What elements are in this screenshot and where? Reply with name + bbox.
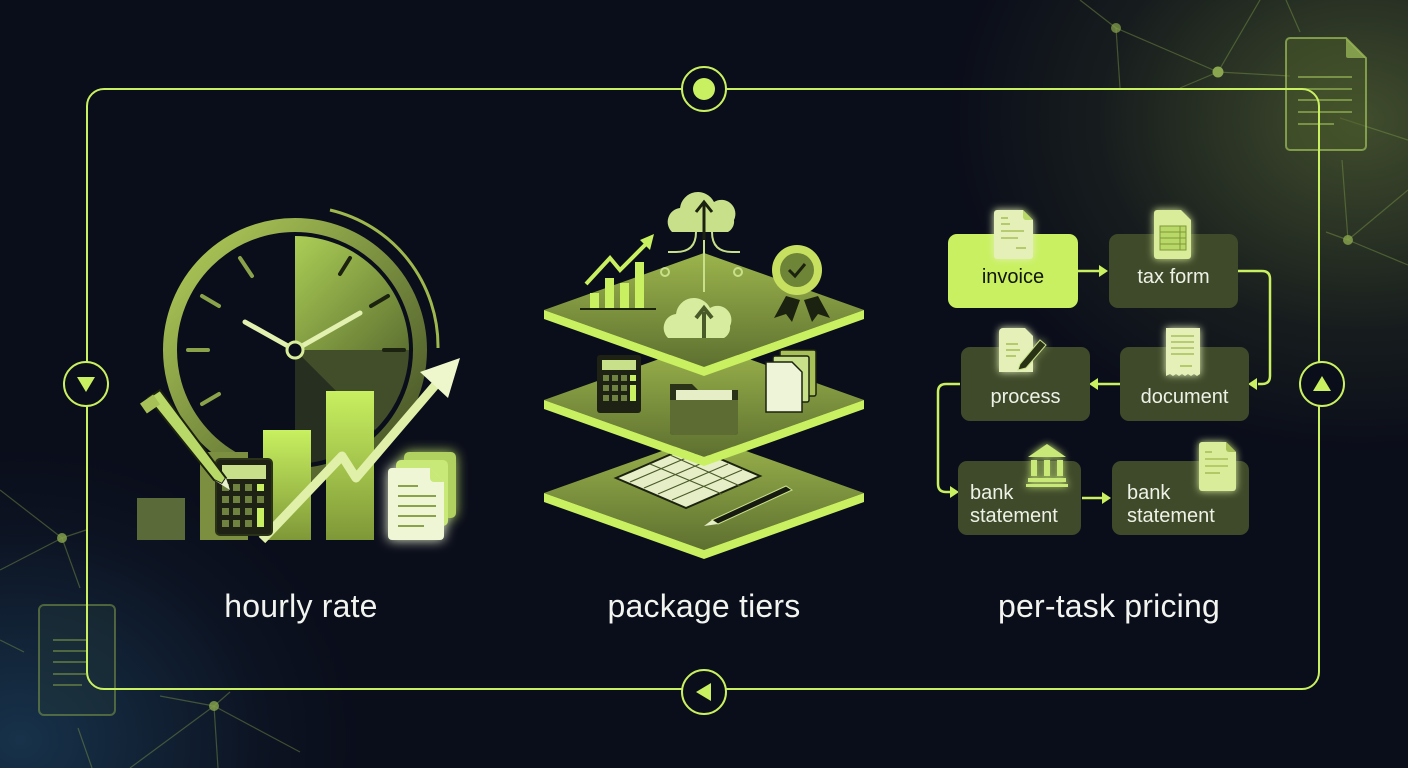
top-nav-button[interactable] xyxy=(681,66,727,112)
document-outline-icon xyxy=(1285,37,1367,151)
flow-node-bank-statement-1[interactable]: bank statement xyxy=(958,461,1081,535)
caption-per-task-pricing: per-task pricing xyxy=(998,588,1220,624)
caption-package-tiers: package tiers xyxy=(607,588,801,624)
flow-node-bank-statement-2[interactable]: bank statement xyxy=(1112,461,1249,535)
flow-node-tax-form[interactable]: tax form xyxy=(1109,234,1238,308)
bottom-nav-button[interactable] xyxy=(681,669,727,715)
caption-hourly-rate: hourly rate xyxy=(224,588,378,624)
flow-node-document[interactable]: document xyxy=(1120,347,1249,421)
left-nav-button[interactable] xyxy=(63,361,109,407)
right-nav-button[interactable] xyxy=(1299,361,1345,407)
triangle-up-icon xyxy=(1313,376,1331,391)
triangle-down-icon xyxy=(77,377,95,392)
flow-node-invoice[interactable]: invoice xyxy=(948,234,1078,308)
triangle-left-icon xyxy=(696,683,711,701)
dot-icon xyxy=(693,78,715,100)
flow-node-process[interactable]: process xyxy=(961,347,1090,421)
